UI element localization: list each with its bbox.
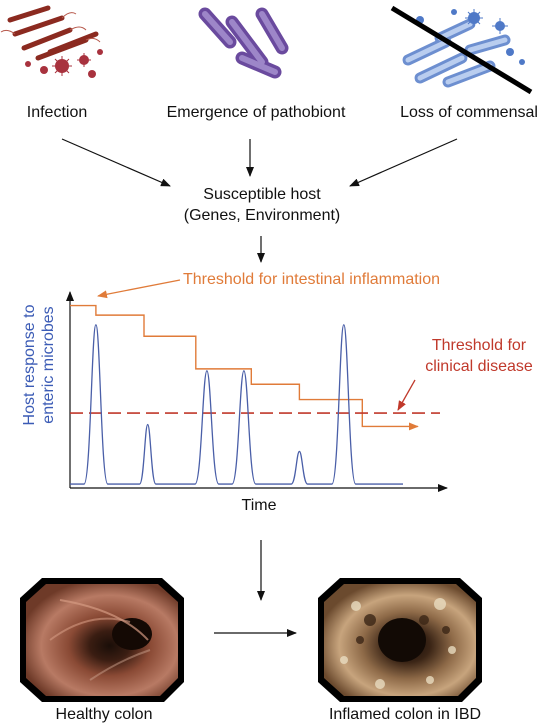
cause-label-commensal: Loss of commensal xyxy=(400,104,538,121)
inflamed-colon-label: Inflamed colon in IBD xyxy=(328,706,482,723)
threshold-clinical-label-2: clinical disease xyxy=(425,358,533,375)
chart xyxy=(66,279,448,492)
cause-label-infection: Infection xyxy=(26,104,88,121)
inflammation-label-arrow xyxy=(97,279,181,299)
crossed-out-bacteria-icon xyxy=(390,5,533,95)
y-axis-label-line-1: Host response to xyxy=(21,304,38,426)
healthy-colon-image xyxy=(20,578,184,702)
host-response-line xyxy=(70,324,403,485)
x-axis-label: Time xyxy=(241,497,277,514)
threshold-clinical-label-1: Threshold for xyxy=(431,337,527,354)
threshold-inflammation-line xyxy=(70,304,419,431)
inflamed-colon-image xyxy=(318,578,482,702)
y-axis-label-line-2: enteric microbes xyxy=(40,306,57,424)
host-subtitle: (Genes, Environment) xyxy=(183,207,341,224)
arrow-commensal-to-host xyxy=(349,138,458,187)
host-title: Susceptible host xyxy=(203,186,321,203)
arrow-infection-to-host xyxy=(61,138,171,187)
host-response-series xyxy=(70,324,403,485)
clinical-label-arrow xyxy=(397,379,416,411)
threshold-inflammation-label: Threshold for intestinal inflammation xyxy=(183,271,441,288)
healthy-colon-label: Healthy colon xyxy=(55,706,153,723)
cause-label-pathobiont: Emergence of pathobiont xyxy=(166,104,346,121)
purple-bacteria-icon xyxy=(198,7,289,79)
bacteria-virus-icon xyxy=(0,5,103,78)
cross-out-line xyxy=(390,5,533,95)
y-axis-label: Host response to enteric microbes xyxy=(20,255,60,475)
